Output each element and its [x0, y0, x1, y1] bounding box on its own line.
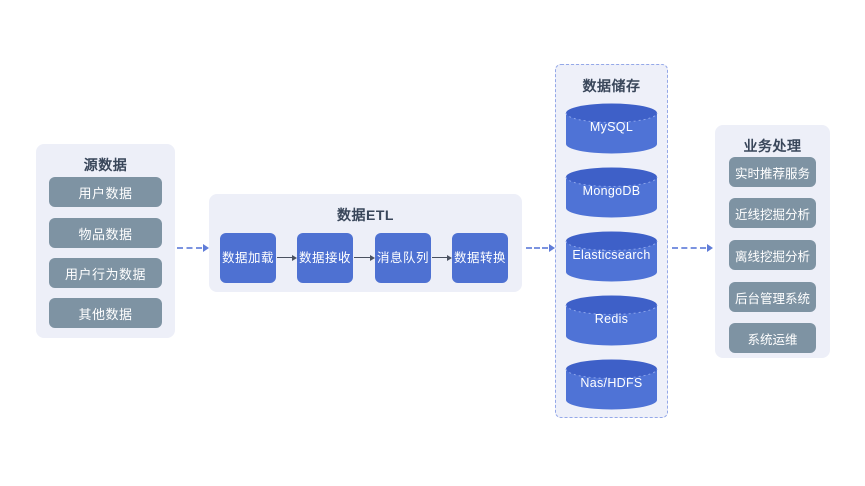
source-item-other-data: 其他数据: [49, 298, 162, 328]
cylinder-label: MongoDB: [582, 184, 641, 198]
cylinder-shape-icon: [565, 359, 658, 410]
business-item-realtime-recommend: 实时推荐服务: [729, 157, 816, 187]
source-data-panel: 源数据 用户数据 物品数据 用户行为数据 其他数据: [36, 144, 175, 338]
arrow-queue-to-transform-icon: [432, 254, 452, 261]
cylinder-shape-icon: [565, 167, 658, 218]
business-panel-title: 业务处理: [743, 138, 802, 154]
source-item-item-data: 物品数据: [49, 218, 162, 248]
arrow-load-to-receive-icon: [277, 254, 297, 261]
cylinder-label: MySQL: [589, 120, 634, 134]
source-item-user-data: 用户数据: [49, 177, 162, 207]
business-item-system-ops: 系统运维: [729, 323, 816, 353]
database-cylinder-nas-hdfs: Nas/HDFS: [565, 359, 658, 411]
business-processing-panel: 业务处理 实时推荐服务 近线挖掘分析 离线挖掘分析 后台管理系统 系统运维: [715, 125, 830, 358]
cylinder-label: Elasticsearch: [572, 248, 651, 262]
business-item-offline-mining: 离线挖掘分析: [729, 240, 816, 270]
cylinder-shape-icon: [565, 103, 658, 154]
storage-panel-title: 数据储存: [582, 78, 641, 94]
source-panel-title: 源数据: [83, 157, 128, 173]
database-cylinder-redis: Redis: [565, 295, 658, 347]
data-storage-panel: 数据储存 MySQL MongoDB Elasticsearc: [555, 64, 668, 418]
cylinder-label: Nas/HDFS: [580, 376, 643, 390]
business-item-nearline-mining: 近线挖掘分析: [729, 198, 816, 228]
source-item-user-behavior-data: 用户行为数据: [49, 258, 162, 288]
etl-step-message-queue: 消息队列: [375, 233, 431, 283]
cylinder-shape-icon: [565, 231, 658, 282]
etl-step-receive: 数据接收: [297, 233, 353, 283]
database-cylinder-mysql: MySQL: [565, 103, 658, 155]
dashed-arrow-storage-to-business: [672, 244, 713, 252]
arrow-receive-to-queue-icon: [354, 254, 375, 261]
business-item-admin-system: 后台管理系统: [729, 282, 816, 312]
database-cylinder-mongodb: MongoDB: [565, 167, 658, 219]
etl-panel-title: 数据ETL: [337, 207, 394, 223]
etl-step-load: 数据加载: [220, 233, 276, 283]
cylinder-shape-icon: [565, 295, 658, 346]
database-cylinder-elasticsearch: Elasticsearch: [565, 231, 658, 283]
dashed-arrow-etl-to-storage: [526, 244, 555, 252]
dashed-arrow-source-to-etl: [177, 244, 209, 252]
etl-panel: 数据ETL 数据加载 数据接收 消息队列 数据转换: [209, 194, 522, 292]
cylinder-label: Redis: [594, 312, 629, 326]
etl-step-transform: 数据转换: [452, 233, 508, 283]
